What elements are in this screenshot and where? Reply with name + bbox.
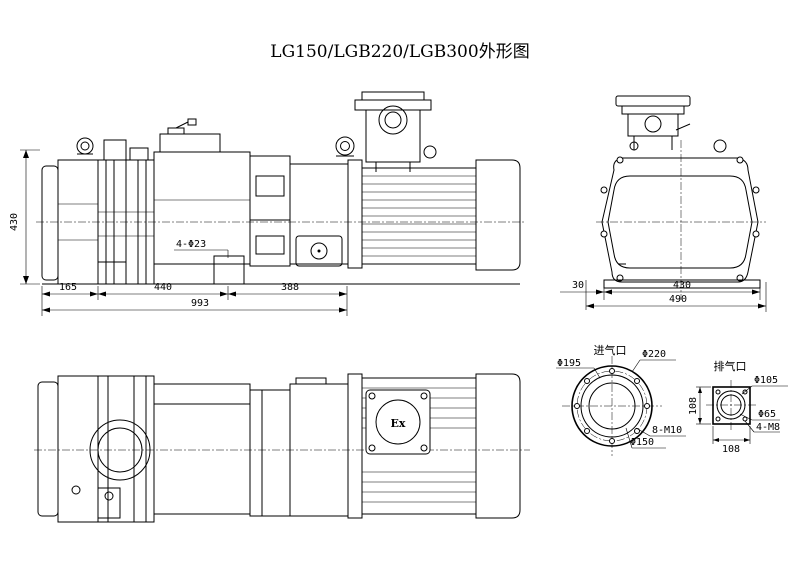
dim-440: 440 xyxy=(154,282,172,293)
inlet-d220: Φ220 xyxy=(642,349,666,360)
lifting-eye-left xyxy=(76,137,94,155)
junction-box-front xyxy=(354,91,437,172)
inlet-detail: 进气口 Φ195 Φ220 8-M10 Φ150 xyxy=(556,343,686,456)
side-dim-430: 430 xyxy=(673,280,691,291)
side-dim-30: 30 xyxy=(572,280,584,291)
side-dim-490: 490 xyxy=(669,294,687,305)
height-dim-label: 430 xyxy=(9,213,20,231)
outlet-d65: Φ65 xyxy=(758,409,776,420)
outlet-d105: Φ105 xyxy=(754,375,778,386)
inlet-bolts: 8-M10 xyxy=(652,425,682,436)
side-view: 30 430 490 xyxy=(560,95,767,312)
dim-total-993: 993 xyxy=(191,298,209,309)
front-view: 430 4-Φ23 165 440 388 993 xyxy=(9,91,526,316)
outlet-bolts: 4-M8 xyxy=(756,422,780,433)
inlet-d195: Φ195 xyxy=(557,358,581,369)
inlet-d150: Φ150 xyxy=(630,437,654,448)
outlet-side-h: 108 xyxy=(722,444,740,455)
inlet-title: 进气口 xyxy=(594,343,627,357)
ex-junction-box: Ex xyxy=(365,389,431,455)
dim-388: 388 xyxy=(281,282,299,293)
hole-callout: 4-Φ23 xyxy=(176,239,206,250)
ex-mark: Ex xyxy=(391,417,406,430)
drawing-title: LG150/LGB220/LGB300外形图 xyxy=(270,42,529,62)
lifting-eye-right xyxy=(335,136,355,157)
motor-body xyxy=(361,159,521,271)
outlet-title: 排气口 xyxy=(714,359,747,373)
outlet-detail: 排气口 Φ105 Φ65 4-M8 108 108 xyxy=(688,359,788,455)
outlet-side-v: 108 xyxy=(688,397,699,415)
top-view: Ex xyxy=(34,373,530,523)
dim-165: 165 xyxy=(59,282,77,293)
